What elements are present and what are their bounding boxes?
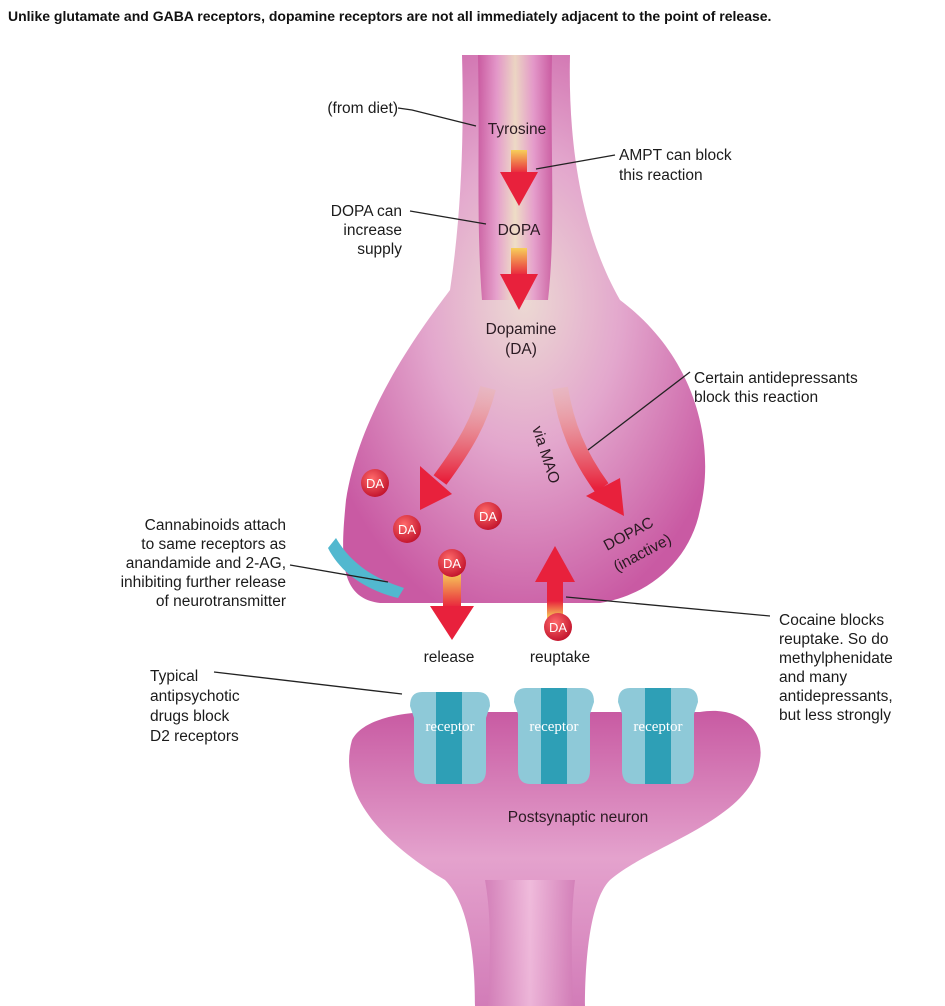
cocaine-annotation: Cocaine blocks reuptake. So do methylphe… xyxy=(779,612,893,724)
svg-text:of neurotransmitter: of neurotransmitter xyxy=(156,593,286,610)
da-molecule: DA xyxy=(474,502,502,530)
ampt-annotation: AMPT can block this reaction xyxy=(619,147,732,184)
svg-text:increase: increase xyxy=(343,222,402,239)
svg-text:receptor: receptor xyxy=(633,719,682,735)
postsynaptic-label: Postsynaptic neuron xyxy=(508,809,648,826)
postsynaptic-stem xyxy=(485,880,575,1006)
receptor: receptor xyxy=(618,688,698,784)
svg-text:but less strongly: but less strongly xyxy=(779,707,891,724)
svg-text:D2 receptors: D2 receptors xyxy=(150,728,239,745)
svg-text:Cannabinoids attach: Cannabinoids attach xyxy=(145,517,286,534)
leader-lines xyxy=(213,107,771,695)
svg-text:this reaction: this reaction xyxy=(619,167,703,184)
cannabinoid-annotation: Cannabinoids attach to same receptors as… xyxy=(121,517,287,610)
da-molecule: DA xyxy=(544,613,572,641)
reuptake-arrow xyxy=(535,546,575,618)
reuptake-label: reuptake xyxy=(530,649,590,666)
svg-text:drugs block: drugs block xyxy=(150,708,230,725)
svg-text:AMPT can block: AMPT can block xyxy=(619,147,732,164)
svg-text:DOPA can: DOPA can xyxy=(331,203,402,220)
svg-text:inhibiting further release: inhibiting further release xyxy=(121,574,286,591)
postsynaptic-neuron xyxy=(349,710,761,1006)
dopamine-abbrev-label: (DA) xyxy=(505,341,537,358)
da-molecule: DA xyxy=(361,469,389,497)
svg-text:to same receptors as: to same receptors as xyxy=(141,536,286,553)
synthesis-arrow-tyrosine-to-dopa xyxy=(500,150,538,206)
from-diet-label: (from diet) xyxy=(327,100,398,117)
da-molecule: DA xyxy=(438,549,466,577)
svg-text:DA: DA xyxy=(398,522,416,537)
da-molecule: DA xyxy=(393,515,421,543)
synthesis-arrow-dopa-to-dopamine xyxy=(500,248,538,310)
release-arrow xyxy=(430,572,474,640)
receptor: receptor xyxy=(410,692,490,784)
curved-arrow-to-dopac xyxy=(552,386,624,516)
svg-text:supply: supply xyxy=(357,241,402,258)
dopa-supply-annotation: DOPA can increase supply xyxy=(331,203,402,258)
svg-text:DA: DA xyxy=(443,556,461,571)
antipsychotic-annotation: Typical antipsychotic drugs block D2 rec… xyxy=(150,668,240,745)
svg-text:receptor: receptor xyxy=(425,719,474,735)
caption: Unlike glutamate and GABA receptors, dop… xyxy=(8,8,771,24)
receptor: receptor xyxy=(514,688,594,784)
svg-text:and many: and many xyxy=(779,669,847,686)
svg-text:methylphenidate: methylphenidate xyxy=(779,650,893,667)
svg-text:DA: DA xyxy=(366,476,384,491)
cannabinoid-receptor-patch xyxy=(328,538,404,598)
curved-arrow-to-vesicles xyxy=(420,385,496,510)
release-label: release xyxy=(424,649,475,666)
svg-text:DA: DA xyxy=(549,620,567,635)
svg-text:DA: DA xyxy=(479,509,497,524)
antidepressant-annotation: Certain antidepressants block this react… xyxy=(694,370,858,406)
svg-text:Typical: Typical xyxy=(150,668,198,685)
svg-text:antidepressants,: antidepressants, xyxy=(779,688,893,705)
svg-text:antipsychotic: antipsychotic xyxy=(150,688,240,705)
dopa-label: DOPA xyxy=(498,222,541,239)
svg-text:Certain antidepressants: Certain antidepressants xyxy=(694,370,858,387)
svg-text:reuptake. So do: reuptake. So do xyxy=(779,631,888,648)
tyrosine-label: Tyrosine xyxy=(488,121,547,138)
dopamine-label: Dopamine xyxy=(486,321,557,338)
svg-text:block this reaction: block this reaction xyxy=(694,389,818,406)
presynaptic-terminal xyxy=(343,55,706,603)
svg-text:Cocaine blocks: Cocaine blocks xyxy=(779,612,884,629)
svg-text:anandamide and 2-AG,: anandamide and 2-AG, xyxy=(126,555,286,572)
svg-text:receptor: receptor xyxy=(529,719,578,735)
